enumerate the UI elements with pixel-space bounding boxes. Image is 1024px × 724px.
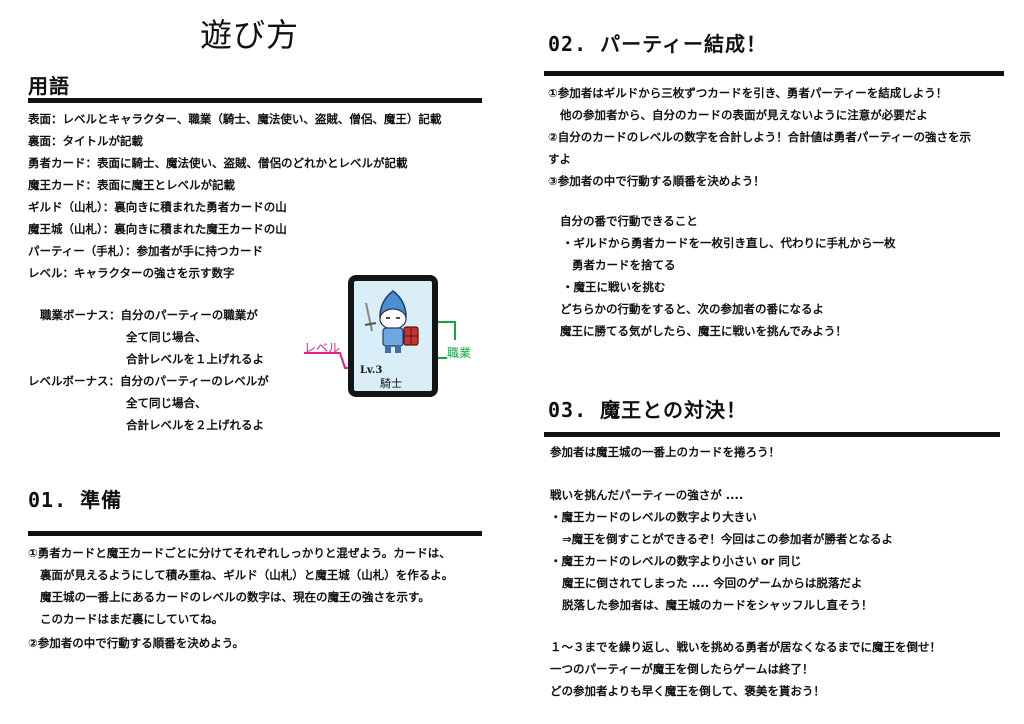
section01-line: 裏面が見えるようにして積み重ね、ギルド（山札）と魔王城（山札）を作るよ。	[40, 568, 454, 582]
card-level-text: Lv.3	[360, 365, 383, 376]
level-bonus-line: レベルボーナス：自分のパーティーのレベルが	[28, 374, 269, 388]
section02-line: ②自分のカードのレベルの数字を合計しよう！合計値は勇者パーティーの強さを示	[548, 130, 972, 144]
section02-line: ・ギルドから勇者カードを一枚引き直し、代わりに手札から一枚	[562, 236, 896, 250]
section02-line: すよ	[548, 152, 571, 166]
section02-line: 勇者カードを捨てる	[572, 258, 676, 272]
section02-line: 魔王に勝てる気がしたら、魔王に戦いを挑んでみよう！	[560, 324, 847, 338]
section03-line: 参加者は魔王城の一番上のカードを捲ろう！	[550, 445, 780, 459]
section03-rule	[544, 432, 1000, 437]
section01-line: ②参加者の中で行動する順番を決めよう。	[28, 636, 245, 650]
glossary-heading: 用語	[28, 74, 70, 98]
glossary-line: 魔王城（山札）：裏向きに積まれた魔王カードの山	[28, 222, 287, 236]
section01-rule	[28, 531, 482, 536]
level-label: レベル	[304, 341, 341, 355]
section02-line: 他の参加者から、自分のカードの表面が見えないように注意が必要だよ	[560, 108, 928, 122]
glossary-line: パーティー（手札）：参加者が手に持つカード	[28, 244, 264, 258]
section02-line: どちらかの行動をすると、次の参加者の番になるよ	[560, 302, 825, 316]
section03-line: １～３までを繰り返し、戦いを挑める勇者が居なくなるまでに魔王を倒せ！	[550, 640, 941, 654]
section03-line: ⇒魔王を倒すことができるぞ！今回はこの参加者が勝者となるよ	[562, 532, 894, 546]
glossary-line: レベル：キャラクターの強さを示す数字	[28, 266, 235, 280]
job-bonus-line: 職業ボーナス：自分のパーティーの職業が	[40, 308, 258, 322]
sample-card: Lv.3 騎士	[348, 275, 438, 397]
level-bonus-line: 全て同じ場合、	[126, 396, 207, 410]
section02-line: ①参加者はギルドから三枚ずつカードを引き、勇者パーティーを結成しよう！	[548, 86, 948, 100]
job-bonus-line: 全て同じ場合、	[126, 330, 207, 344]
section02-rule	[544, 71, 1004, 76]
section02-line: 自分の番で行動できること	[560, 214, 698, 228]
glossary-line: 勇者カード：表面に騎士、魔法使い、盗賊、僧侶のどれかとレベルが記載	[28, 156, 408, 170]
knight-character-icon	[364, 290, 419, 353]
section03-heading: 03. 魔王との対決！	[548, 398, 747, 422]
section01-heading: 01. 準備	[28, 488, 123, 512]
section02-line: ③参加者の中で行動する順番を決めよう！	[548, 174, 765, 188]
section03-line: 魔王に倒されてしまった .... 今回のゲームからは脱落だよ	[562, 576, 863, 590]
section02-line: ・魔王に戦いを挑む	[562, 280, 666, 294]
section01-line: このカードはまだ裏にしていてね。	[40, 612, 224, 626]
card-job-text: 騎士	[380, 377, 402, 390]
glossary-line: 表面：レベルとキャラクター、職業（騎士、魔法使い、盗賊、僧侶、魔王）記載	[28, 112, 442, 126]
glossary-line: ギルド（山札）：裏向きに積まれた勇者カードの山	[28, 200, 287, 214]
job-bonus-line: 合計レベルを１上げれるよ	[126, 352, 264, 366]
section02-heading: 02. パーティー結成！	[548, 32, 767, 56]
section01-line: 魔王城の一番上にあるカードのレベルの数字は、現在の魔王の強さを示す。	[40, 590, 430, 604]
section03-line: ・魔王カードのレベルの数字より小さい or 同じ	[550, 554, 802, 568]
glossary-line: 裏面：タイトルが記載	[28, 134, 143, 148]
page-title: 遊び方	[200, 16, 300, 54]
glossary-rule	[28, 98, 482, 103]
section03-line: 脱落した参加者は、魔王城のカードをシャッフルし直そう！	[562, 598, 873, 612]
section03-line: 戦いを挑んだパーティーの強さが ....	[550, 488, 744, 502]
section03-line: ・魔王カードのレベルの数字より大きい	[550, 510, 757, 524]
section01-line: ①勇者カードと魔王カードごとに分けてそれぞれしっかりと混ぜよう。カードは、	[28, 546, 451, 560]
section03-line: 一つのパーティーが魔王を倒したらゲームは終了！	[550, 662, 814, 676]
job-label: 職業	[447, 346, 472, 360]
glossary-line: 魔王カード：表面に魔王とレベルが記載	[28, 178, 235, 192]
section03-line: どの参加者よりも早く魔王を倒して、褒美を貰おう！	[550, 684, 825, 698]
level-bonus-line: 合計レベルを２上げれるよ	[126, 418, 264, 432]
